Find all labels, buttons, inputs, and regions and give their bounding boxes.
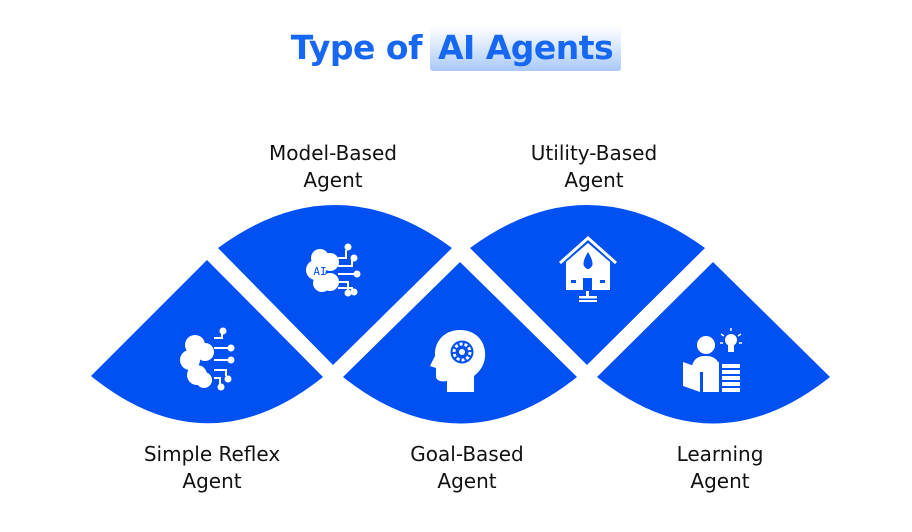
segment-simple-reflex xyxy=(91,260,323,424)
label-line1: Simple Reflex xyxy=(143,442,281,466)
brain-circuit-icon xyxy=(180,327,235,391)
label-line1: Goal-Based xyxy=(410,442,524,466)
label-line1: Model-Based xyxy=(269,141,397,165)
label-line2: Agent xyxy=(690,469,750,493)
svg-text:AI: AI xyxy=(313,265,326,278)
label-line1: Learning xyxy=(676,442,764,466)
title-prefix: Type of xyxy=(290,28,423,67)
smart-home-icon xyxy=(559,235,617,302)
title-highlight: AI Agents xyxy=(429,26,622,71)
label-line2: Agent xyxy=(303,168,363,192)
label-line2: Agent xyxy=(437,469,497,493)
label-line2: Agent xyxy=(182,469,242,493)
label-goal-based: Goal-Based Agent xyxy=(367,441,567,495)
reader-lightbulb-icon xyxy=(683,328,742,392)
label-line2: Agent xyxy=(564,168,624,192)
label-model-based: Model-Based Agent xyxy=(233,140,433,194)
label-learning: Learning Agent xyxy=(620,441,820,495)
label-utility-based: Utility-Based Agent xyxy=(494,140,694,194)
head-gear-icon xyxy=(430,330,486,392)
label-simple-reflex: Simple Reflex Agent xyxy=(112,441,312,495)
ai-chip-brain-icon: AI xyxy=(306,243,361,297)
label-line1: Utility-Based xyxy=(530,141,658,165)
